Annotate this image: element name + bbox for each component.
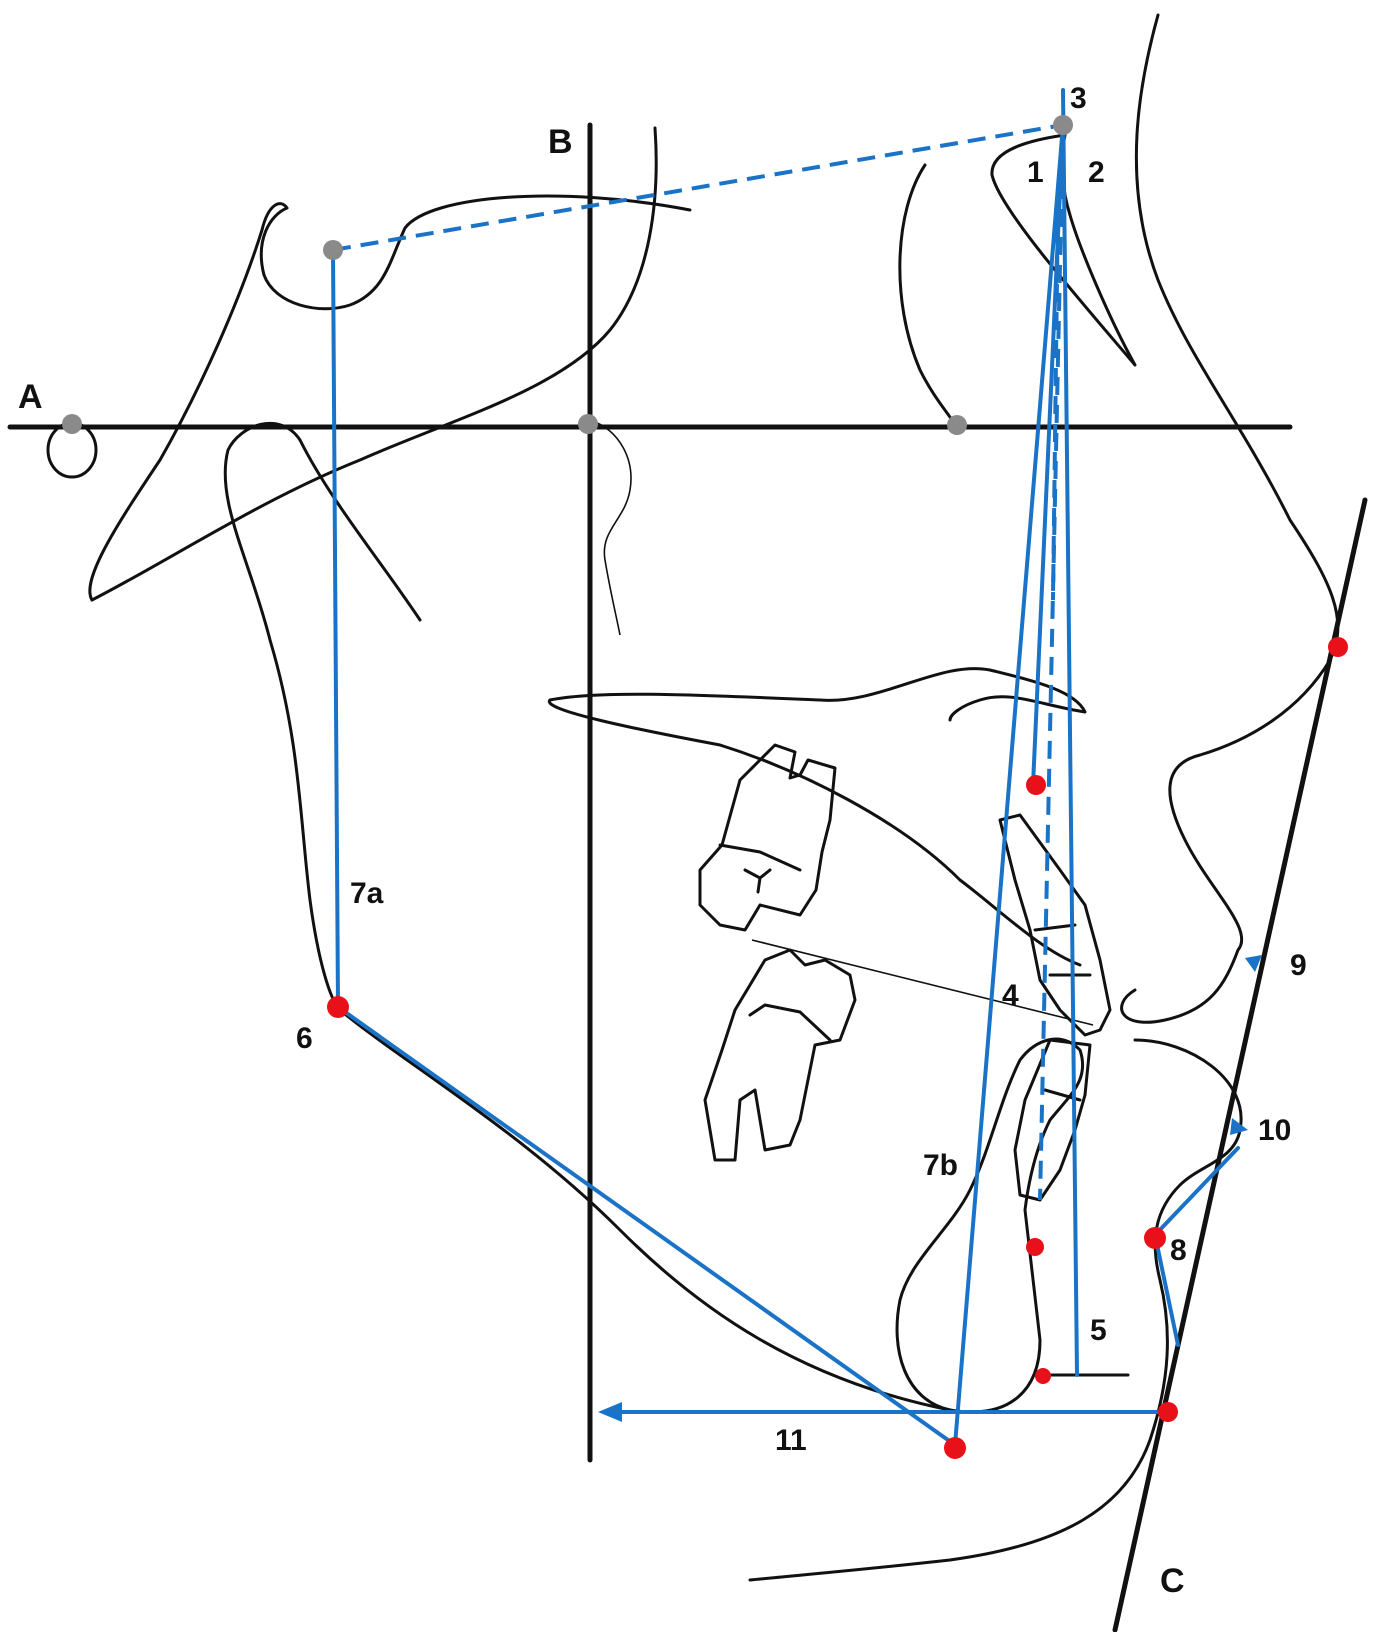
label-9: 9 <box>1290 949 1307 982</box>
mandibular-plane-line-6 <box>336 1005 957 1447</box>
line-5-vertical <box>1061 88 1079 1377</box>
lower-molar-outline <box>703 948 857 1162</box>
label-2: 2 <box>1088 156 1105 189</box>
pogonion-point <box>1035 1368 1051 1384</box>
b-point <box>1026 1238 1044 1256</box>
porion-point <box>62 414 82 434</box>
palate-outline <box>548 667 1087 722</box>
upper-incisor-outline <box>998 813 1112 1037</box>
menton-point <box>944 1437 966 1459</box>
label-6: 6 <box>296 1022 313 1055</box>
line-7a <box>331 248 340 1009</box>
label-1: 1 <box>1027 156 1044 189</box>
symphysis-outline <box>895 1037 1085 1414</box>
sella-nasion-dashed-line <box>332 123 1064 252</box>
a-point <box>1026 775 1046 795</box>
maxilla-outline <box>547 698 1082 967</box>
line-2-dashed <box>1038 124 1065 1201</box>
line-8-lower <box>1153 1233 1180 1347</box>
label-4: 4 <box>1002 979 1019 1012</box>
lower-incisor-outline <box>1013 1038 1092 1202</box>
label-7b: 7b <box>923 1149 958 1182</box>
axis-label-b: B <box>548 123 573 161</box>
sella-point <box>323 240 343 260</box>
gonion-point <box>327 996 349 1018</box>
line-7b <box>953 123 1065 1447</box>
measurement-lines <box>331 88 1262 1447</box>
pterygoid-fissure-curve <box>589 419 632 636</box>
anatomy-outlines <box>46 13 1340 1582</box>
nasal-bone-outline <box>990 133 1137 367</box>
axis-label-a: A <box>18 378 43 416</box>
label-10: 10 <box>1258 1114 1291 1147</box>
orbit-outline <box>898 163 957 427</box>
line-2-dashed-inner <box>1051 199 1060 601</box>
pterygoid-point <box>578 414 598 434</box>
orbitale-point <box>947 415 967 435</box>
soft-tissue-pogonion-point <box>1158 1402 1178 1422</box>
labels: A B C 1 2 3 4 5 6 7a 7b 8 9 10 11 <box>18 82 1307 1600</box>
nasion-point <box>1053 115 1073 135</box>
reference-axes <box>7 122 1368 1632</box>
landmark-points <box>327 637 1348 1459</box>
label-5: 5 <box>1090 1314 1107 1347</box>
line-8-upper <box>1153 1146 1240 1237</box>
arrowhead-11 <box>598 1402 622 1422</box>
occlusal-plane-line <box>751 939 1094 1026</box>
label-8: 8 <box>1170 1234 1187 1267</box>
upper-molar-outline <box>698 743 837 932</box>
reference-points <box>62 115 1073 435</box>
nose-tip-point <box>1328 637 1348 657</box>
label-7a: 7a <box>350 877 384 910</box>
arrowhead-9 <box>1245 955 1262 972</box>
label-11: 11 <box>775 1424 807 1457</box>
arrowhead-10 <box>1230 1118 1248 1135</box>
sphenoid-outline <box>90 126 658 602</box>
cranial-base-outline <box>88 194 692 602</box>
label-3: 3 <box>1070 82 1087 115</box>
soft-tissue-profile <box>1120 13 1340 1024</box>
labiomental-point <box>1144 1227 1166 1249</box>
esthetic-line-c <box>1112 497 1368 1632</box>
axis-label-c: C <box>1160 1562 1185 1600</box>
